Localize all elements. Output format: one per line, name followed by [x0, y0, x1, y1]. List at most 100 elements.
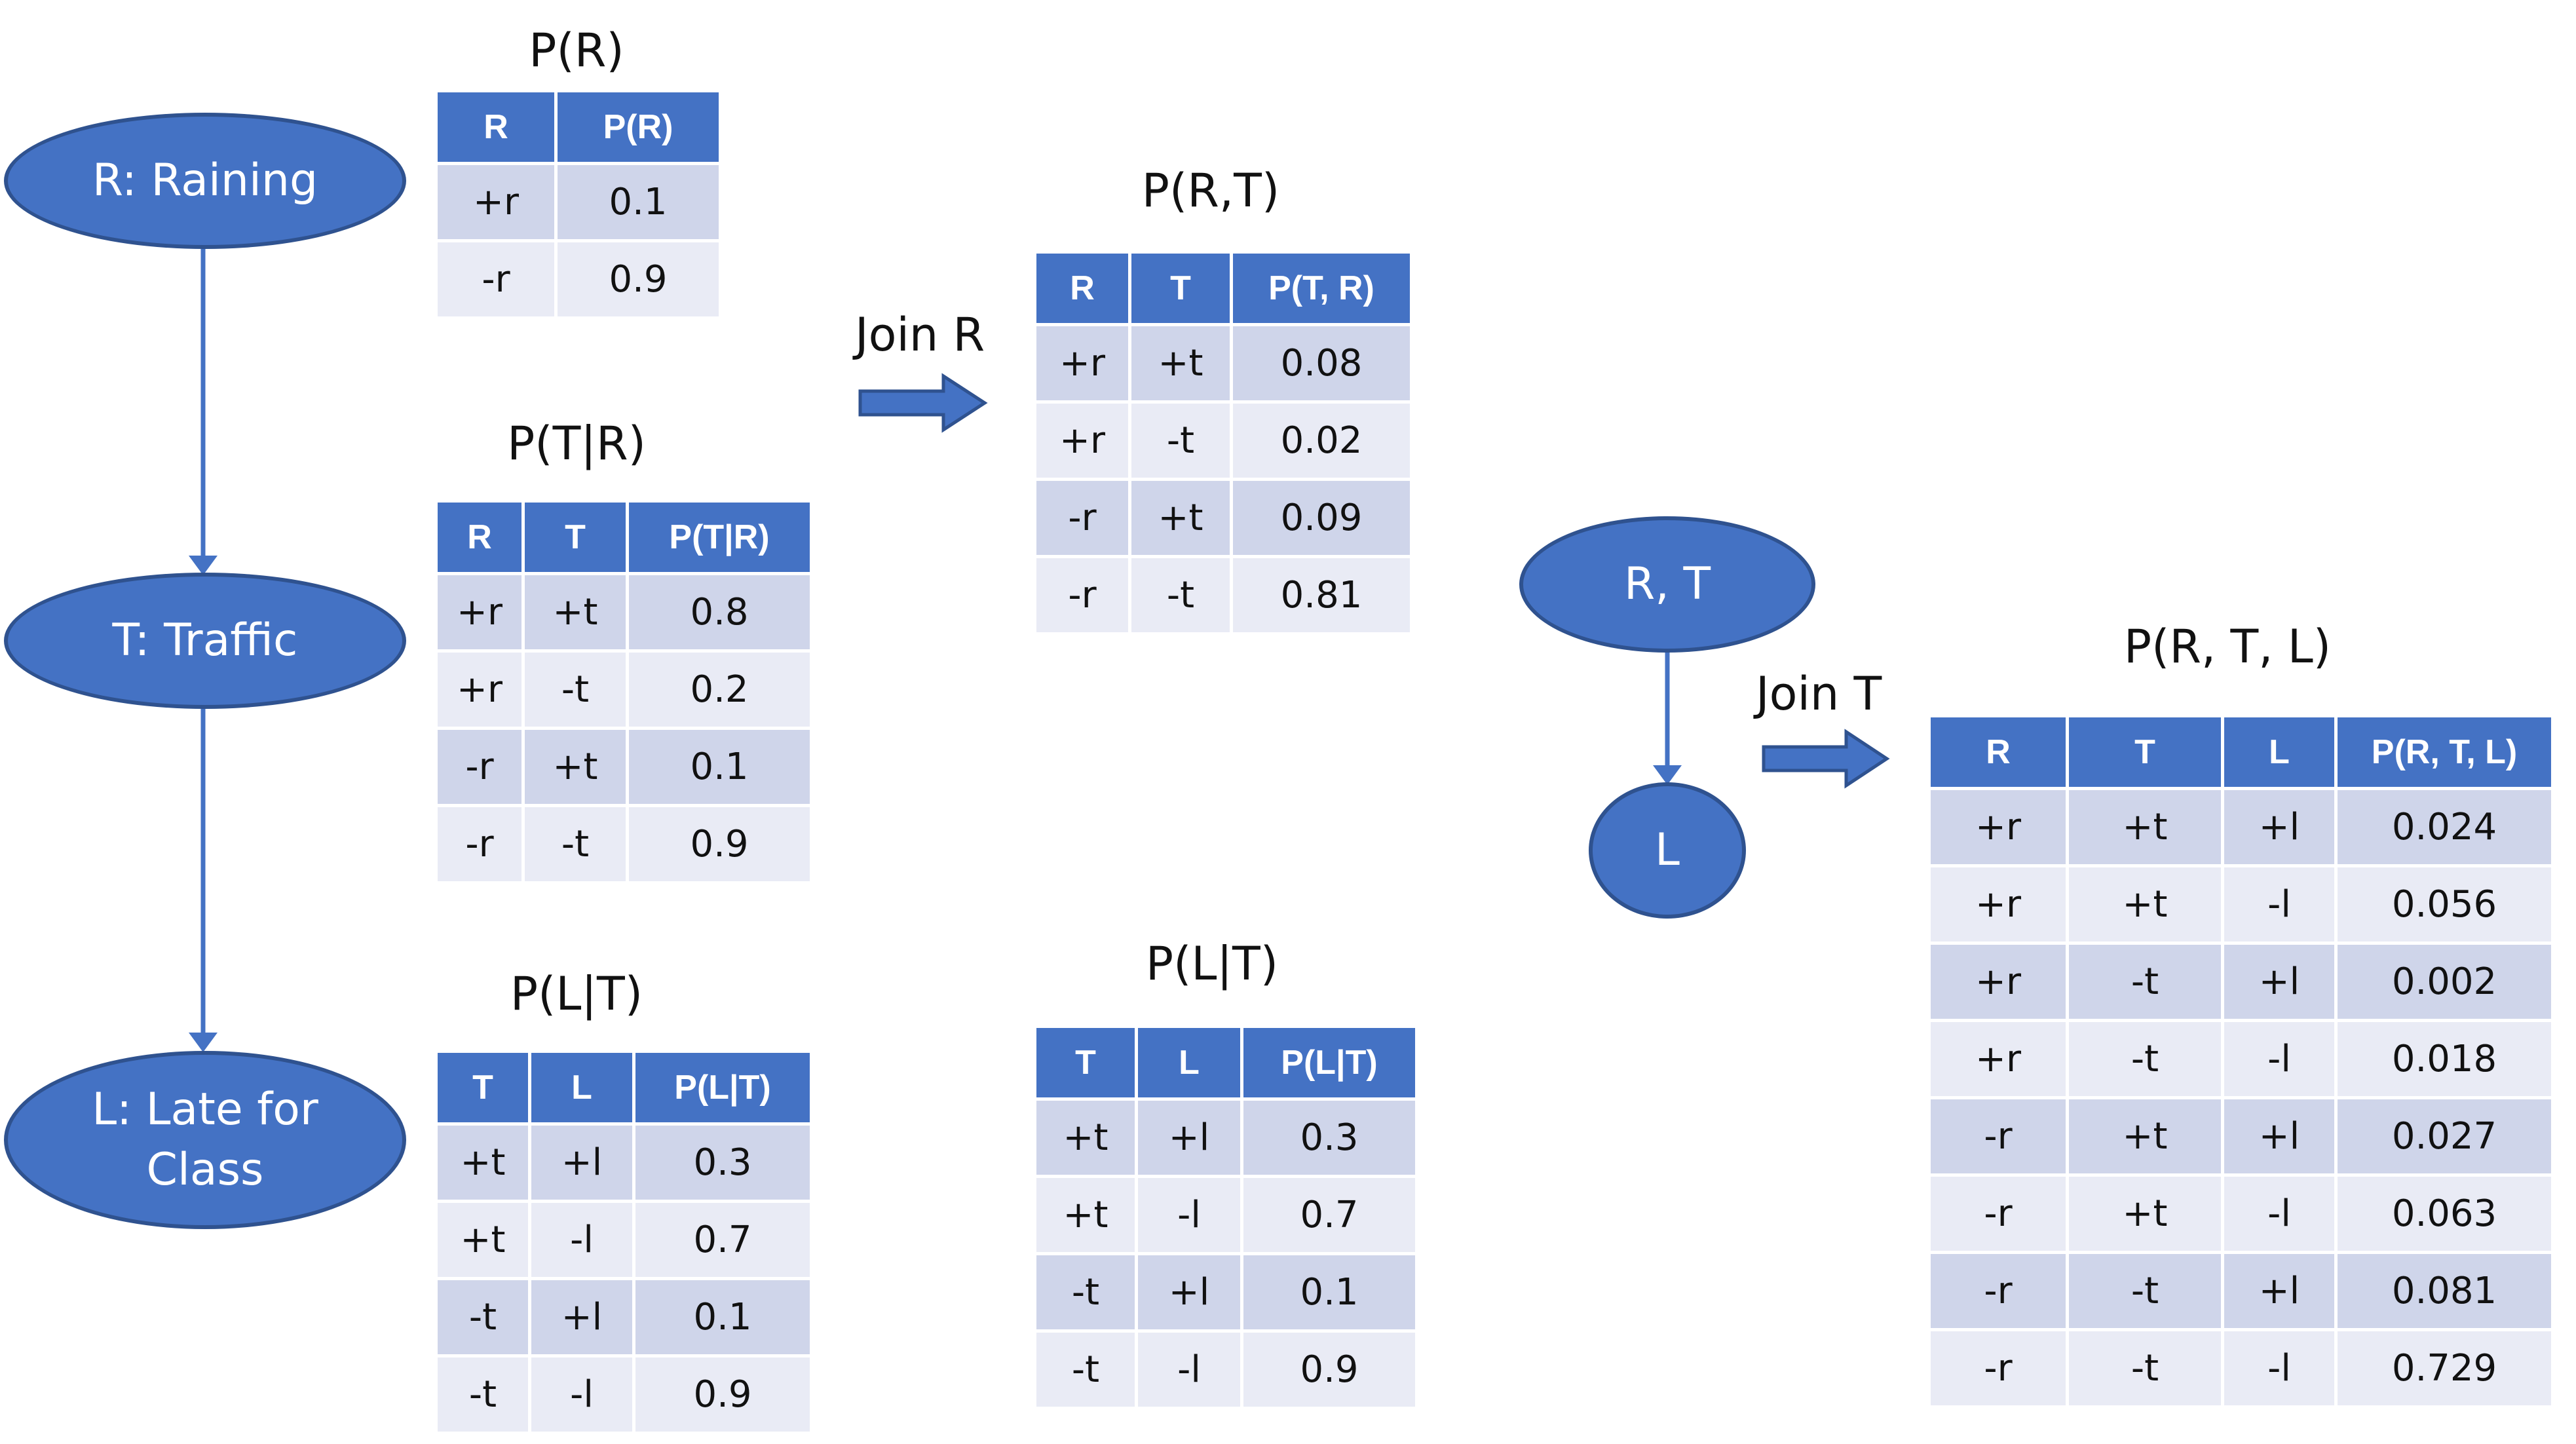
node-traffic: T: Traffic — [4, 573, 406, 709]
table-cell: +r — [1931, 790, 2066, 864]
table-row: +t -l 0.7 — [1036, 1178, 1415, 1252]
table-cell: -l — [2224, 1331, 2334, 1405]
table-cell: -r — [1036, 558, 1128, 632]
edge-rt-to-l-arrowhead — [1653, 765, 1682, 785]
table-cell: 0.2 — [629, 653, 810, 727]
table-cell: -t — [438, 1280, 528, 1354]
table-row: -t +l 0.1 — [1036, 1255, 1415, 1329]
table-cell: +l — [531, 1280, 632, 1354]
table-header-row: R P(R) — [438, 92, 719, 162]
table-row: -r -t 0.9 — [438, 807, 810, 881]
table-cell: 0.018 — [2338, 1022, 2551, 1096]
table-cell: 0.9 — [1243, 1333, 1415, 1407]
table-title-p-l-given-t-2: P(L|T) — [1145, 937, 1279, 991]
table-cell: +r — [438, 165, 554, 239]
table-row: -r -t +l 0.081 — [1931, 1254, 2551, 1328]
table-cell: -r — [1931, 1099, 2066, 1173]
table-cell: -t — [1131, 558, 1230, 632]
join-r-label: Join R — [855, 308, 985, 362]
table-p-t-given-r: R T P(T|R) +r +t 0.8 +r -t 0.2 -r +t 0.1… — [434, 499, 813, 884]
table-header-row: R T L P(R, T, L) — [1931, 717, 2551, 787]
table-row: +r -t +l 0.002 — [1931, 945, 2551, 1019]
table-row: -r +t 0.09 — [1036, 481, 1410, 555]
table-cell: -t — [1036, 1333, 1135, 1407]
table-header-row: R T P(T|R) — [438, 503, 810, 572]
column-header: L — [1138, 1028, 1240, 1097]
table-cell: +l — [2224, 1254, 2334, 1328]
table-cell: +t — [525, 575, 626, 649]
table-cell: 0.081 — [2338, 1254, 2551, 1328]
table-title-p-l-given-t: P(L|T) — [510, 967, 643, 1021]
table-header-row: R T P(T, R) — [1036, 254, 1410, 323]
table-cell: -t — [525, 653, 626, 727]
table-cell: -t — [2069, 1254, 2221, 1328]
table-cell: +r — [1036, 326, 1128, 400]
table-cell: 0.9 — [558, 242, 719, 316]
table-cell: 0.08 — [1233, 326, 1410, 400]
table-title-p-r: P(R) — [529, 24, 624, 77]
node-l: L — [1589, 782, 1746, 919]
table-cell: +t — [525, 730, 626, 804]
table-cell: -t — [525, 807, 626, 881]
table-row: +r +t -l 0.056 — [1931, 867, 2551, 941]
table-cell: 0.02 — [1233, 404, 1410, 478]
column-header: P(L|T) — [635, 1053, 810, 1122]
table-cell: +r — [1931, 867, 2066, 941]
table-row: +r +t 0.08 — [1036, 326, 1410, 400]
table-cell: 0.1 — [1243, 1255, 1415, 1329]
table-cell: 0.9 — [629, 807, 810, 881]
table-cell: -t — [1131, 404, 1230, 478]
table-cell: -t — [438, 1358, 528, 1432]
table-cell: +t — [1036, 1101, 1135, 1175]
table-cell: -t — [2069, 1022, 2221, 1096]
table-row: +r -t -l 0.018 — [1931, 1022, 2551, 1096]
table-header-row: T L P(L|T) — [1036, 1028, 1415, 1097]
node-raining: R: Raining — [4, 113, 406, 249]
table-cell: +t — [1036, 1178, 1135, 1252]
table-cell: +t — [438, 1203, 528, 1277]
table-cell: +r — [438, 575, 521, 649]
join-t-label: Join T — [1756, 667, 1882, 721]
table-cell: +t — [2069, 1099, 2221, 1173]
table-title-p-rt: P(R,T) — [1141, 164, 1280, 218]
edge-r-to-t-arrowhead — [189, 556, 218, 575]
column-header: L — [531, 1053, 632, 1122]
table-row: +r -t 0.2 — [438, 653, 810, 727]
table-cell: +r — [438, 653, 521, 727]
table-cell: +l — [531, 1126, 632, 1200]
table-title-p-t-given-r: P(T|R) — [507, 417, 646, 470]
table-cell: 0.056 — [2338, 867, 2551, 941]
table-cell: 0.002 — [2338, 945, 2551, 1019]
table-cell: -r — [438, 807, 521, 881]
table-row: -r -t -l 0.729 — [1931, 1331, 2551, 1405]
column-header: L — [2224, 717, 2334, 787]
column-header: T — [525, 503, 626, 572]
table-cell: +l — [1138, 1101, 1240, 1175]
table-row: +t -l 0.7 — [438, 1203, 810, 1277]
node-rt-combined: R, T — [1519, 516, 1815, 653]
table-p-r: R P(R) +r 0.1 -r 0.9 — [434, 89, 722, 320]
column-header: R — [438, 503, 521, 572]
column-header: R — [438, 92, 554, 162]
table-cell: 0.063 — [2338, 1177, 2551, 1251]
table-cell: -l — [1138, 1333, 1240, 1407]
table-cell: -l — [2224, 1022, 2334, 1096]
table-cell: +r — [1036, 404, 1128, 478]
table-cell: 0.1 — [635, 1280, 810, 1354]
table-cell: 0.729 — [2338, 1331, 2551, 1405]
table-p-rt: R T P(T, R) +r +t 0.08 +r -t 0.02 -r +t … — [1033, 250, 1413, 636]
column-header: T — [1036, 1028, 1135, 1097]
table-row: -r +t 0.1 — [438, 730, 810, 804]
column-header: P(T, R) — [1233, 254, 1410, 323]
table-row: -r +t -l 0.063 — [1931, 1177, 2551, 1251]
table-row: +r -t 0.02 — [1036, 404, 1410, 478]
table-cell: +r — [1931, 1022, 2066, 1096]
table-cell: -l — [531, 1203, 632, 1277]
table-cell: 0.81 — [1233, 558, 1410, 632]
table-cell: 0.027 — [2338, 1099, 2551, 1173]
table-cell: -t — [2069, 945, 2221, 1019]
table-cell: 0.7 — [1243, 1178, 1415, 1252]
table-row: -t +l 0.1 — [438, 1280, 810, 1354]
table-cell: 0.3 — [635, 1126, 810, 1200]
table-cell: +t — [1131, 481, 1230, 555]
